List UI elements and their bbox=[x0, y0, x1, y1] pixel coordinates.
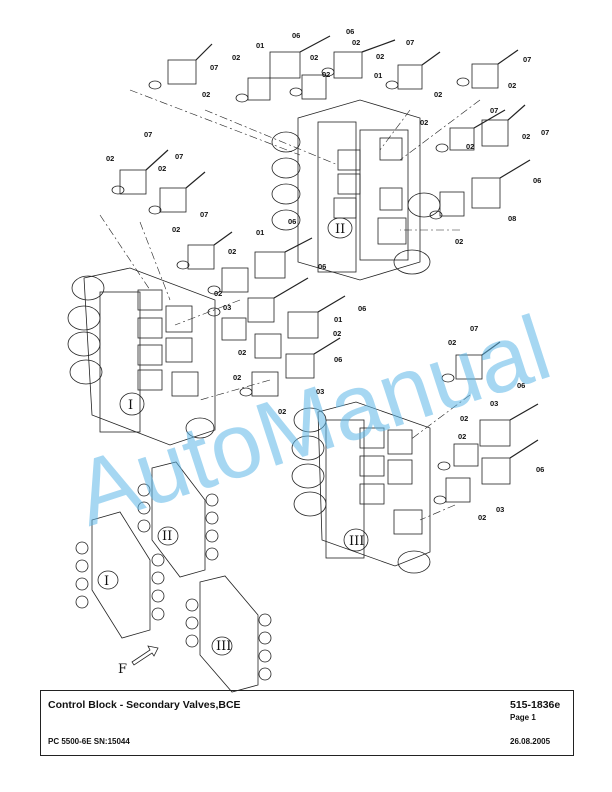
svg-text:02: 02 bbox=[172, 225, 180, 234]
svg-text:01: 01 bbox=[334, 315, 342, 324]
svg-text:02: 02 bbox=[214, 289, 222, 298]
drawing-title: Control Block - Secondary Valves,BCE bbox=[48, 699, 241, 711]
svg-text:06: 06 bbox=[334, 355, 342, 364]
control-block-iii bbox=[291, 401, 431, 574]
title-block: Control Block - Secondary Valves,BCE 515… bbox=[40, 690, 574, 756]
svg-text:07: 07 bbox=[210, 63, 218, 72]
svg-text:07: 07 bbox=[144, 130, 152, 139]
svg-text:06: 06 bbox=[318, 262, 326, 271]
overview-label-iii: III bbox=[216, 639, 231, 654]
roman-label-i: I bbox=[128, 398, 133, 413]
svg-text:02: 02 bbox=[460, 414, 468, 423]
svg-text:07: 07 bbox=[541, 128, 549, 137]
svg-text:06: 06 bbox=[536, 465, 544, 474]
document-number: 515-1836e bbox=[510, 699, 561, 711]
svg-text:01: 01 bbox=[256, 41, 264, 50]
svg-text:02: 02 bbox=[522, 132, 530, 141]
svg-text:07: 07 bbox=[406, 38, 414, 47]
svg-text:07: 07 bbox=[175, 152, 183, 161]
svg-text:02: 02 bbox=[228, 247, 236, 256]
svg-text:08: 08 bbox=[508, 214, 516, 223]
svg-text:01: 01 bbox=[256, 228, 264, 237]
svg-text:02: 02 bbox=[333, 329, 341, 338]
svg-text:06: 06 bbox=[517, 381, 525, 390]
svg-text:06: 06 bbox=[346, 27, 354, 36]
direction-arrow bbox=[131, 645, 159, 666]
svg-text:02: 02 bbox=[455, 237, 463, 246]
direction-label: F bbox=[118, 662, 127, 677]
svg-text:02: 02 bbox=[434, 90, 442, 99]
roman-label-ii: II bbox=[335, 222, 345, 237]
overview-block-ii bbox=[137, 461, 219, 578]
svg-text:03: 03 bbox=[490, 399, 498, 408]
svg-text:02: 02 bbox=[232, 53, 240, 62]
svg-text:02: 02 bbox=[106, 154, 114, 163]
overview-block-iii bbox=[185, 575, 272, 693]
svg-text:02: 02 bbox=[202, 90, 210, 99]
roman-label-iii: III bbox=[349, 534, 364, 549]
svg-text:02: 02 bbox=[508, 81, 516, 90]
bolts bbox=[145, 35, 539, 459]
svg-text:02: 02 bbox=[278, 407, 286, 416]
svg-text:02: 02 bbox=[322, 70, 330, 79]
svg-text:02: 02 bbox=[310, 53, 318, 62]
svg-text:03: 03 bbox=[223, 303, 231, 312]
page-number: Page 1 bbox=[510, 713, 536, 722]
overview-label-ii: II bbox=[162, 529, 172, 544]
svg-text:02: 02 bbox=[448, 338, 456, 347]
svg-text:06: 06 bbox=[358, 304, 366, 313]
callout-labels: 01 06 06 07 02 02 02 02 02 01 07 02 02 0… bbox=[106, 27, 549, 522]
svg-text:07: 07 bbox=[490, 106, 498, 115]
svg-text:02: 02 bbox=[376, 52, 384, 61]
svg-text:03: 03 bbox=[316, 387, 324, 396]
svg-text:02: 02 bbox=[458, 432, 466, 441]
valve-cubes bbox=[119, 51, 511, 503]
svg-text:01: 01 bbox=[374, 71, 382, 80]
svg-text:02: 02 bbox=[158, 164, 166, 173]
assembly-lines bbox=[99, 89, 481, 521]
svg-text:02: 02 bbox=[466, 142, 474, 151]
overview-label-i: I bbox=[104, 574, 109, 589]
svg-text:07: 07 bbox=[200, 210, 208, 219]
model-serial: PC 5500-6E SN:15044 bbox=[48, 737, 130, 746]
svg-text:02: 02 bbox=[478, 513, 486, 522]
svg-text:07: 07 bbox=[523, 55, 531, 64]
overview-block-i bbox=[75, 511, 165, 639]
svg-text:03: 03 bbox=[496, 505, 504, 514]
control-block-ii bbox=[271, 99, 441, 281]
document-date: 26.08.2005 bbox=[510, 737, 551, 746]
control-block-i bbox=[67, 267, 216, 446]
svg-text:06: 06 bbox=[288, 217, 296, 226]
svg-text:02: 02 bbox=[352, 38, 360, 47]
svg-text:06: 06 bbox=[533, 176, 541, 185]
o-rings bbox=[111, 67, 470, 505]
svg-text:02: 02 bbox=[238, 348, 246, 357]
svg-text:06: 06 bbox=[292, 31, 300, 40]
svg-text:02: 02 bbox=[420, 118, 428, 127]
svg-text:02: 02 bbox=[233, 373, 241, 382]
svg-text:07: 07 bbox=[470, 324, 478, 333]
